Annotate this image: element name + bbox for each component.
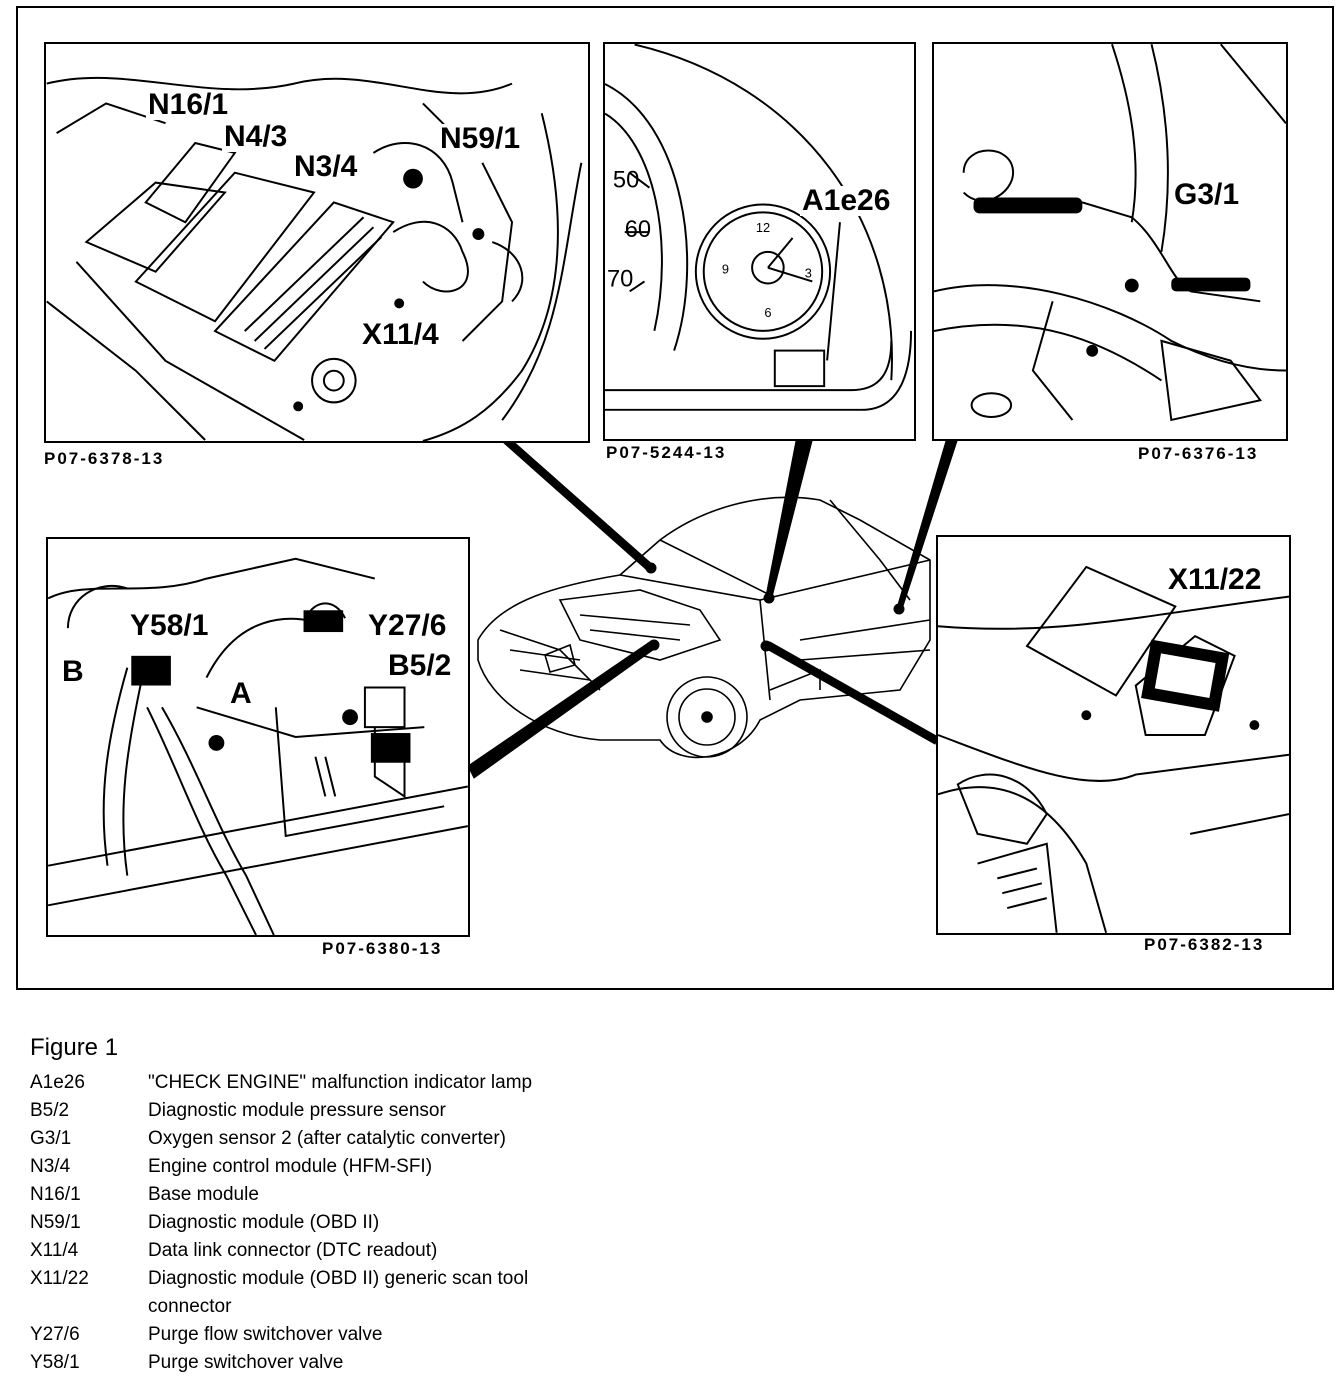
legend-code	[30, 1293, 148, 1321]
legend-desc: Diagnostic module (OBD II)	[148, 1212, 380, 1233]
callout-n16-1: N16/1	[146, 88, 231, 121]
legend-desc: Diagnostic module (OBD II) generic scan …	[148, 1268, 529, 1289]
callout-g3-1: G3/1	[1172, 178, 1242, 211]
exhaust-drawing	[934, 44, 1286, 422]
legend-code: X11/22	[30, 1268, 89, 1289]
panel-code-purge: P07-6380-13	[322, 939, 443, 958]
legend-desc: Base module	[148, 1184, 259, 1205]
legend-code: G3/1	[30, 1128, 72, 1149]
purge-valve-panel: Y58/1 Y27/6 B5/2 B A	[46, 537, 470, 937]
callout-y27-6: Y27/6	[366, 609, 449, 642]
clock-12: 12	[756, 220, 770, 235]
figure-frame	[16, 6, 1334, 990]
legend-item: N16/1 Base module	[30, 1181, 730, 1209]
legend-code: X11/4	[30, 1240, 79, 1261]
callout-y58-1: Y58/1	[128, 609, 211, 642]
gauge-70: 70	[607, 266, 633, 292]
callout-n59-1: N59/1	[438, 122, 523, 155]
callout-x11-4: X11/4	[360, 318, 441, 351]
legend-desc: Purge switchover valve	[148, 1352, 344, 1373]
engine-bay-panel: N16/1 N4/3 N3/4 N59/1 X11/4	[44, 42, 590, 443]
legend-item: X11/22 Diagnostic module (OBD II) generic…	[30, 1265, 730, 1293]
legend-desc: Purge flow switchover valve	[148, 1324, 383, 1345]
legend: A1e26 "CHECK ENGINE" malfunction indicato…	[30, 1069, 730, 1377]
car-illustration	[467, 440, 958, 779]
instrument-cluster-drawing: 12 3 6 9 50 60 70	[605, 44, 913, 411]
panel-code-engine-bay: P07-6378-13	[44, 449, 165, 468]
legend-item: N59/1 Diagnostic module (OBD II)	[30, 1209, 730, 1237]
legend-item: X11/4 Data link connector (DTC readout)	[30, 1237, 730, 1265]
clock-6: 6	[764, 305, 771, 320]
legend-desc: Diagnostic module pressure sensor	[148, 1100, 446, 1121]
legend-item: G3/1 Oxygen sensor 2 (after catalytic con…	[30, 1125, 730, 1153]
legend-code: B5/2	[30, 1100, 70, 1121]
exhaust-panel: G3/1	[932, 42, 1288, 441]
callout-a: A	[228, 677, 254, 710]
engine-bay-drawing	[46, 76, 583, 441]
clock-3: 3	[805, 266, 812, 281]
callout-n3-4: N3/4	[292, 150, 360, 183]
callout-a1e26: A1e26	[800, 184, 893, 217]
gauge-50: 50	[613, 168, 639, 194]
callout-b: B	[60, 655, 86, 688]
footwell-drawing	[938, 565, 1289, 933]
purge-valve-drawing	[48, 557, 468, 935]
legend-item: N3/4 Engine control module (HFM-SFI)	[30, 1153, 730, 1181]
legend-item: connector	[30, 1293, 730, 1321]
legend-code: N16/1	[30, 1184, 81, 1205]
legend-code: Y58/1	[30, 1352, 80, 1373]
legend-code: N3/4	[30, 1156, 71, 1177]
panel-code-footwell: P07-6382-13	[1144, 935, 1265, 954]
legend-desc: Oxygen sensor 2 (after catalytic convert…	[148, 1128, 506, 1149]
legend-code: Y27/6	[30, 1324, 80, 1345]
callout-n4-3: N4/3	[222, 120, 290, 153]
legend-desc: Engine control module (HFM-SFI)	[148, 1156, 433, 1177]
gauge-60: 60	[625, 217, 651, 243]
figure-title: Figure 1	[30, 1034, 119, 1061]
legend-item: Y58/1 Purge switchover valve	[30, 1349, 730, 1377]
legend-desc: connector	[148, 1296, 232, 1317]
instrument-cluster-panel: 12 3 6 9 50 60 70 A1e26	[603, 42, 916, 441]
legend-desc: "CHECK ENGINE" malfunction indicator lam…	[148, 1072, 533, 1093]
footwell-panel: X11/22	[936, 535, 1291, 935]
legend-code: N59/1	[30, 1212, 81, 1233]
legend-item: B5/2 Diagnostic module pressure sensor	[30, 1097, 730, 1125]
clock-9: 9	[722, 262, 729, 277]
callout-b5-2: B5/2	[386, 649, 454, 682]
legend-item: A1e26 "CHECK ENGINE" malfunction indicato…	[30, 1069, 730, 1097]
legend-item: Y27/6 Purge flow switchover valve	[30, 1321, 730, 1349]
legend-code: A1e26	[30, 1072, 85, 1093]
panel-code-instrument-cluster: P07-5244-13	[606, 443, 727, 462]
callout-x11-22: X11/22	[1166, 563, 1264, 596]
legend-desc: Data link connector (DTC readout)	[148, 1240, 438, 1261]
panel-code-exhaust: P07-6376-13	[1138, 444, 1259, 463]
